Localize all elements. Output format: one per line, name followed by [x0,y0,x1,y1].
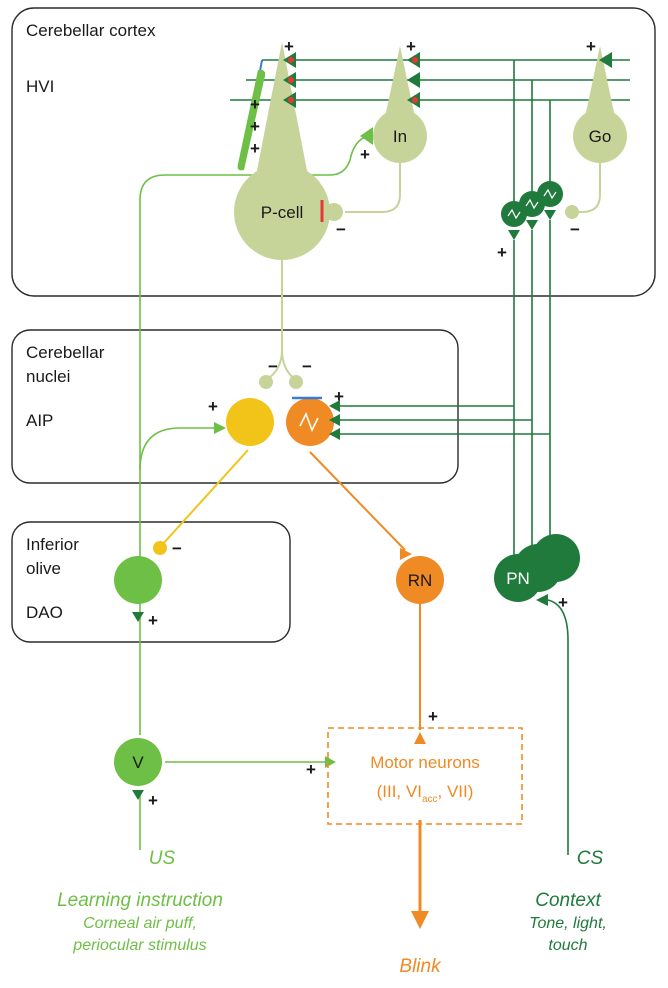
purkinje-cell: P-cell [234,42,330,260]
svg-text:+: + [406,37,416,56]
golgi-cell: Go [573,46,627,163]
nuclei-title-1: Cerebellar [26,343,105,362]
red-nucleus-cell: RN [396,548,444,604]
cerebellar-cortex-box [11,7,656,297]
svg-text:+: + [360,145,370,164]
rn-label: RN [408,571,433,590]
nuclei-to-olive-line [161,449,249,546]
svg-text:−: − [570,220,580,239]
nuclei-title-2: nuclei [26,367,70,386]
learning-line2: periocular stimulus [72,937,206,954]
svg-text:−: − [336,220,346,239]
olive-title-1: Inferior [26,535,79,554]
svg-text:+: + [306,760,316,779]
nuclei-cells [214,375,340,446]
svg-text:+: + [586,37,596,56]
nuclei-sub: AIP [26,411,53,430]
svg-text:+: + [558,593,568,612]
svg-text:−: − [172,539,182,558]
svg-text:+: + [334,387,344,406]
us-label: US [149,848,176,869]
learning-line1: Corneal air puff, [83,915,197,932]
blink-label: Blink [399,956,442,977]
motor-title: Motor neurons [370,753,480,772]
svg-text:+: + [428,707,438,726]
signs: + + + + + + + − − + − − + + − + + + + + [148,37,596,810]
parallel-fiber-synapses [283,52,612,221]
context-line2: touch [548,937,587,954]
parallel-fibers [230,59,630,101]
golgi-label: Go [589,127,612,146]
svg-text:+: + [148,611,158,630]
cs-label: CS [577,848,604,869]
cs-input-line [547,599,569,855]
granule-cells [501,181,563,240]
svg-text:+: + [250,117,260,136]
svg-text:+: + [497,243,507,262]
svg-text:+: + [250,139,260,158]
inferior-olive-box [11,521,291,643]
interneuron-cell: In [373,46,427,163]
svg-text:+: + [284,37,294,56]
context-title: Context [535,890,601,911]
nuclei-to-rn-line [309,451,406,551]
svg-text:+: + [250,95,260,114]
climbing-fiber [139,135,369,850]
v-label: V [132,753,144,772]
olive-title-2: olive [26,559,61,578]
pontine-nuclei-cell: PN [494,534,580,606]
context-line1: Tone, light, [529,915,607,932]
cortex-sub: HVI [26,77,54,96]
svg-text:−: − [302,357,312,376]
svg-text:−: − [268,357,278,376]
trigeminal-cell: V [114,738,336,800]
inferior-olive-cell [114,541,167,622]
svg-text:+: + [208,397,218,416]
interneuron-label: In [393,127,407,146]
learning-title: Learning instruction [57,890,223,911]
cortex-title: Cerebellar cortex [26,21,156,40]
olive-sub: DAO [26,603,63,622]
pn-label: PN [506,569,530,588]
motor-sub: (III, VIacc, VII) [377,782,474,805]
mossy-fibers [340,60,551,560]
motor-neurons-box: Motor neurons (III, VIacc, VII) [327,727,523,825]
svg-text:+: + [148,791,158,810]
purkinje-label: P-cell [261,203,304,222]
